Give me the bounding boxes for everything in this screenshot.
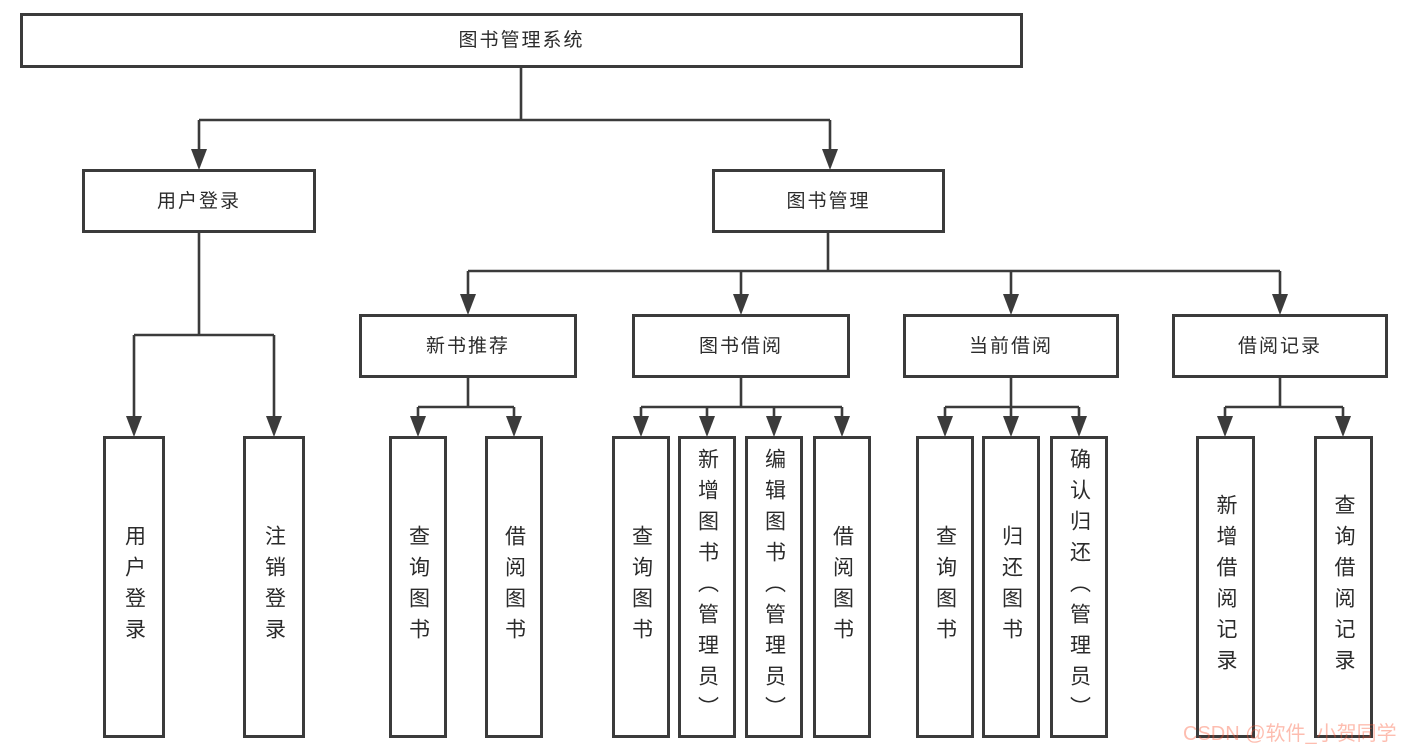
leaf-borrow-books-recommend: 借阅图书 [485, 436, 543, 738]
node-label: 新增借阅记录 [1214, 494, 1237, 680]
leaf-query-books-current: 查询图书 [916, 436, 974, 738]
node-label: 借阅记录 [1237, 335, 1322, 357]
node-label: 查询图书 [933, 525, 957, 649]
node-book-management-branch: 图书管理 [712, 169, 945, 233]
node-new-book-recommendation: 新书推荐 [359, 314, 577, 378]
node-label: 借阅图书 [830, 525, 854, 649]
leaf-query-borrow-record: 查询借阅记录 [1314, 436, 1373, 738]
node-label: 注销登录 [262, 525, 286, 649]
node-label: 图书管理 [786, 190, 871, 212]
leaf-query-books-recommend: 查询图书 [389, 436, 447, 738]
node-label: 图书借阅 [698, 335, 783, 357]
leaf-confirm-return-admin: 确认归还（管理员） [1050, 436, 1108, 738]
leaf-borrow-books: 借阅图书 [813, 436, 871, 738]
node-label: 查询图书 [629, 525, 653, 649]
node-label: 编辑图书（管理员） [762, 447, 786, 727]
leaf-add-borrow-record: 新增借阅记录 [1196, 436, 1255, 738]
leaf-logout: 注销登录 [243, 436, 305, 738]
node-label: 归还图书 [999, 525, 1023, 649]
node-label: 借阅图书 [502, 525, 526, 649]
node-label: 用户登录 [122, 525, 146, 649]
csdn-watermark: CSDN @软件_小贺同学 [1183, 723, 1397, 745]
node-root-library-management-system: 图书管理系统 [20, 13, 1023, 68]
node-label: 新增图书（管理员） [695, 447, 719, 727]
node-current-borrowing: 当前借阅 [903, 314, 1119, 378]
leaf-add-books-admin: 新增图书（管理员） [678, 436, 736, 738]
node-user-login-branch: 用户登录 [82, 169, 316, 233]
node-label: 确认归还（管理员） [1067, 447, 1091, 727]
leaf-edit-books-admin: 编辑图书（管理员） [745, 436, 803, 738]
node-label: 查询借阅记录 [1332, 494, 1355, 680]
node-label: 图书管理系统 [458, 30, 585, 51]
node-label: 新书推荐 [425, 335, 510, 357]
leaf-return-books: 归还图书 [982, 436, 1040, 738]
node-label: 当前借阅 [968, 335, 1053, 357]
leaf-query-books-borrowing: 查询图书 [612, 436, 670, 738]
leaf-user-login: 用户登录 [103, 436, 165, 738]
node-label: 用户登录 [156, 190, 241, 212]
node-label: 查询图书 [406, 525, 430, 649]
node-book-borrowing: 图书借阅 [632, 314, 850, 378]
node-borrowing-records: 借阅记录 [1172, 314, 1388, 378]
